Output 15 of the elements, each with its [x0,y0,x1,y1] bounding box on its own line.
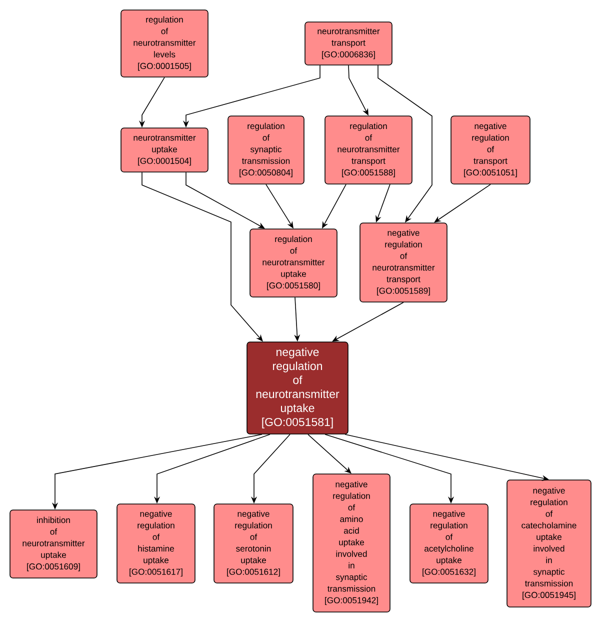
term-box: negative regulation of neurotransmitter uptake [GO:0051581] [246,342,348,434]
term-box: inhibition of neurotransmitter uptake [GO:0051609] [10,510,98,578]
term-box: negative regulation of histamine uptake [GO:0051617] [116,504,196,584]
term-box: neurotransmitter uptake [GO:0001504] [120,128,208,172]
term-box: regulation of neurotransmitter transport [GO:0051588] [324,116,412,184]
term-box: negative regulation of catecholamine uptake involved in synaptic transmission [GO:0051945] [506,480,592,608]
term-box: negative regulation of serotonin uptake [GO:0051612] [214,504,294,584]
term-box: regulation of neurotransmitter uptake [GO:0051580] [250,228,338,298]
term-box: negative regulation of neurotransmitter transport [GO:0051589] [360,222,448,302]
term-box: negative regulation of acetylcholine uptake [GO:0051632] [410,504,488,584]
term-box: neurotransmitter transport [GO:0006836] [304,22,392,66]
term-box: negative regulation of amino acid uptake involved in synaptic transmission [GO:0051942] [312,474,390,612]
term-box: negative regulation of transport [GO:0051051] [450,116,530,184]
term-box: regulation of synaptic transmission [GO:0050804] [228,116,304,184]
term-box: regulation of neurotransmitter levels [GO:0001505] [120,10,208,78]
